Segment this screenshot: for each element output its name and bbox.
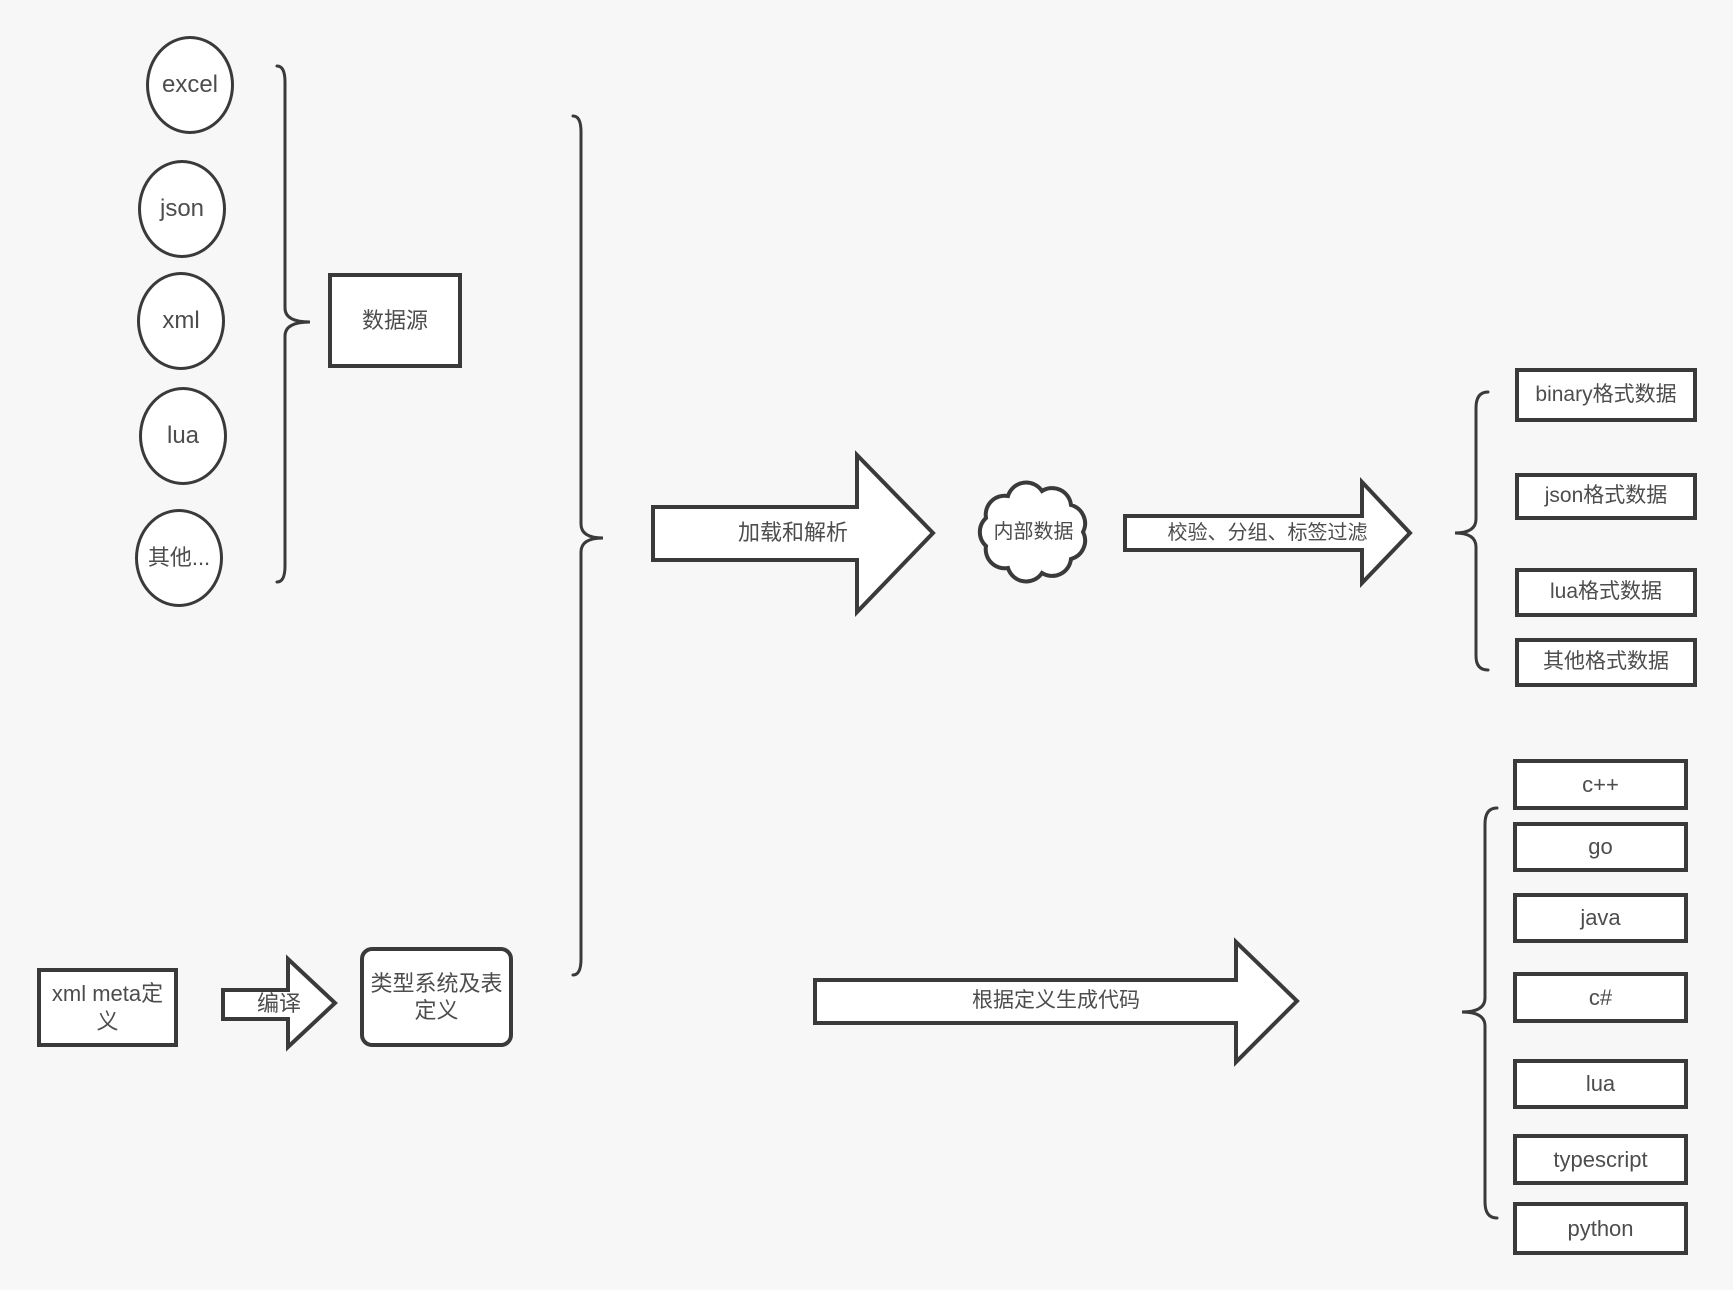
data-source-box: 数据源	[328, 273, 462, 368]
language-box-csharp: c#	[1513, 972, 1688, 1023]
source-ellipse-json: json	[138, 160, 226, 258]
inputs-group-brace	[571, 114, 604, 977]
format-box-binary: binary格式数据	[1515, 368, 1697, 422]
formats-group-brace	[1454, 390, 1490, 672]
languages-group-brace	[1461, 806, 1499, 1220]
generate-code-arrow	[813, 937, 1300, 1067]
type-system-box: 类型系统及表定义	[360, 947, 513, 1047]
source-ellipse-lua: lua	[139, 387, 227, 485]
source-ellipse-xml: xml	[137, 272, 225, 370]
language-box-python: python	[1513, 1202, 1688, 1255]
language-box-typescript: typescript	[1513, 1134, 1688, 1185]
filter-arrow	[1123, 476, 1413, 588]
sources-group-brace	[275, 64, 311, 584]
source-ellipse-other: 其他...	[135, 509, 223, 607]
format-box-other: 其他格式数据	[1515, 638, 1697, 687]
format-box-lua: lua格式数据	[1515, 568, 1697, 617]
format-box-json: json格式数据	[1515, 473, 1697, 520]
xml-meta-box: xml meta定义	[37, 968, 178, 1047]
language-box-go: go	[1513, 822, 1688, 872]
source-ellipse-excel: excel	[146, 36, 234, 134]
language-box-lua: lua	[1513, 1059, 1688, 1109]
internal-data-cloud	[977, 480, 1088, 584]
language-box-java: java	[1513, 893, 1688, 943]
language-box-cpp: c++	[1513, 759, 1688, 810]
load-parse-arrow	[651, 450, 936, 617]
compile-arrow	[221, 954, 338, 1052]
